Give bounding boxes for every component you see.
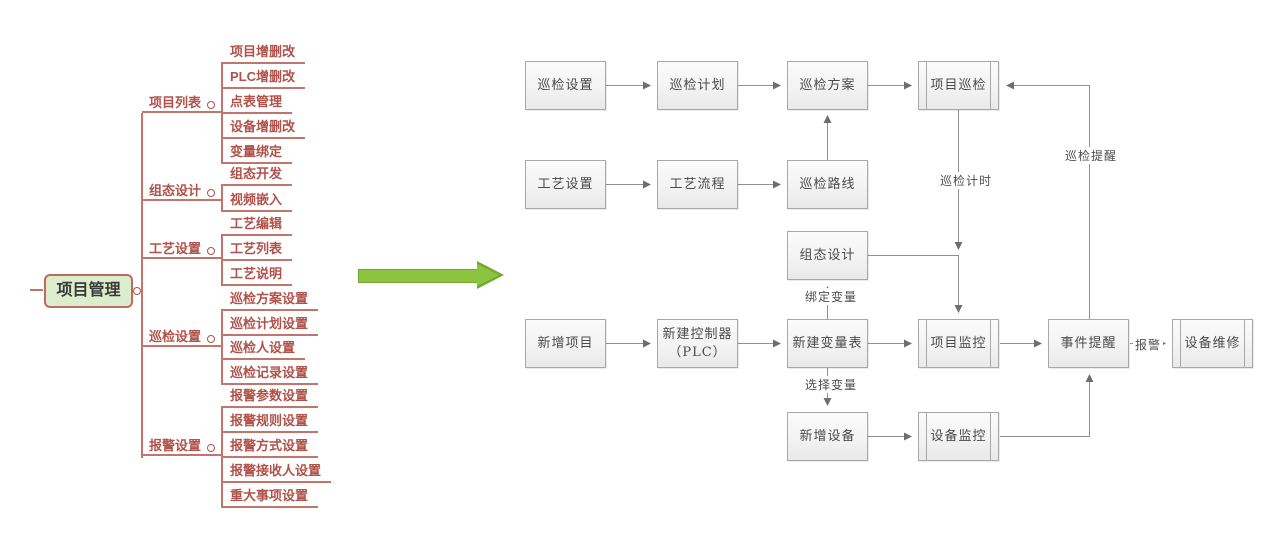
mindmap-root: 项目管理 [44, 274, 133, 308]
flow-node-label: 设备监控 [930, 428, 987, 444]
mindmap-leaf: 组态开发 [222, 164, 293, 186]
flow-node-label: 设备维修 [1184, 335, 1241, 351]
flow-node-label: 工艺设置 [537, 176, 594, 192]
flow-node-new-project: 新增项目 [525, 319, 606, 368]
flow-node-label: 巡检计划 [669, 77, 726, 93]
mindmap-leaf: 变量绑定 [222, 142, 293, 164]
flow-node-new-variable-table: 新建变量表 [787, 319, 868, 368]
flow-node-new-device: 新增设备 [787, 412, 868, 461]
mindmap-leaf: 工艺编辑 [222, 214, 293, 236]
mindmap-branch-config-design: 组态设计 [142, 181, 222, 201]
mindmap-leaf: PLC增删改 [222, 67, 306, 89]
mindmap-leaf: 报警接收人设置 [222, 461, 332, 483]
mindmap-branch-project-list: 项目列表 [142, 93, 222, 113]
mindmap-leaf: 巡检人设置 [222, 338, 306, 360]
flow-node-label: 巡检方案 [799, 77, 856, 93]
flow-node-label: 事件提醒 [1060, 335, 1117, 351]
edge-label-inspection-reminder: 巡检提醒 [1063, 147, 1120, 164]
edge-label-alarm: 报警 [1133, 336, 1164, 353]
mindmap-branch-alarm-settings: 报警设置 [142, 436, 222, 456]
flow-node-new-plc-controller: 新建控制器 （PLC） [657, 319, 738, 368]
mindmap-leaf: 工艺说明 [222, 264, 293, 286]
mindmap-leaf: 报警方式设置 [222, 436, 319, 458]
root-collapse-toggle[interactable] [133, 287, 141, 295]
flow-node-process-settings: 工艺设置 [525, 160, 606, 209]
flow-node-label: 新增设备 [799, 428, 856, 444]
flow-node-device-monitor: 设备监控 [918, 412, 999, 461]
flow-node-label: 巡检设置 [537, 77, 594, 93]
mindmap-leaf: 项目增删改 [222, 42, 306, 64]
mindmap-leaf: 报警参数设置 [222, 386, 319, 408]
root-left-stub-line [30, 289, 43, 291]
mindmap-leaf: 巡检记录设置 [222, 363, 319, 385]
flow-node-inspection-settings: 巡检设置 [525, 61, 606, 110]
flow-node-label: 工艺流程 [669, 176, 726, 192]
collapse-toggle[interactable] [207, 335, 215, 343]
flow-node-config-design: 组态设计 [787, 231, 868, 280]
flow-node-inspection-plan: 巡检计划 [657, 61, 738, 110]
flow-node-project-monitor: 项目监控 [918, 319, 999, 368]
flow-node-device-repair: 设备维修 [1172, 319, 1253, 368]
big-green-arrow-head-icon [477, 264, 499, 286]
flow-node-label: 新建变量表 [792, 335, 863, 351]
flow-node-project-inspection: 项目巡检 [918, 61, 999, 110]
flow-node-event-reminder: 事件提醒 [1048, 319, 1129, 368]
mindmap-trunk-line [141, 113, 143, 458]
mindmap-leaf: 设备增删改 [222, 117, 306, 139]
edge-label-inspection-timer: 巡检计时 [938, 172, 995, 189]
flow-node-label: 项目巡检 [930, 77, 987, 93]
flow-node-label: 新增项目 [537, 335, 594, 351]
flow-node-process-flow: 工艺流程 [657, 160, 738, 209]
flow-node-inspection-scheme: 巡检方案 [787, 61, 868, 110]
branch-bracket-line [221, 309, 223, 385]
flow-node-label-line2: （PLC） [668, 344, 727, 360]
edge-label-bind-variable: 绑定变量 [803, 288, 860, 305]
mindmap-leaf: 重大事项设置 [222, 486, 319, 508]
mindmap-leaf: 巡检计划设置 [222, 314, 319, 336]
mindmap-leaf: 巡检方案设置 [222, 289, 319, 311]
mindmap-branch-inspection-settings: 巡检设置 [142, 327, 222, 347]
flow-node-label: 项目监控 [930, 335, 987, 351]
collapse-toggle[interactable] [207, 189, 215, 197]
flow-node-inspection-route: 巡检路线 [787, 160, 868, 209]
collapse-toggle[interactable] [207, 247, 215, 255]
mindmap-leaf: 视频嵌入 [222, 190, 293, 212]
mindmap-leaf: 工艺列表 [222, 239, 293, 261]
mindmap-leaf: 报警规则设置 [222, 411, 319, 433]
collapse-toggle[interactable] [207, 101, 215, 109]
collapse-toggle[interactable] [207, 444, 215, 452]
mindmap-leaf: 点表管理 [222, 92, 293, 114]
branch-bracket-line [221, 184, 223, 212]
edge-label-select-variable: 选择变量 [803, 376, 860, 393]
mindmap-branch-process-settings: 工艺设置 [142, 239, 222, 259]
flow-node-label: 组态设计 [799, 247, 856, 263]
flow-node-label: 新建控制器 [662, 326, 733, 342]
flow-node-label: 巡检路线 [799, 176, 856, 192]
